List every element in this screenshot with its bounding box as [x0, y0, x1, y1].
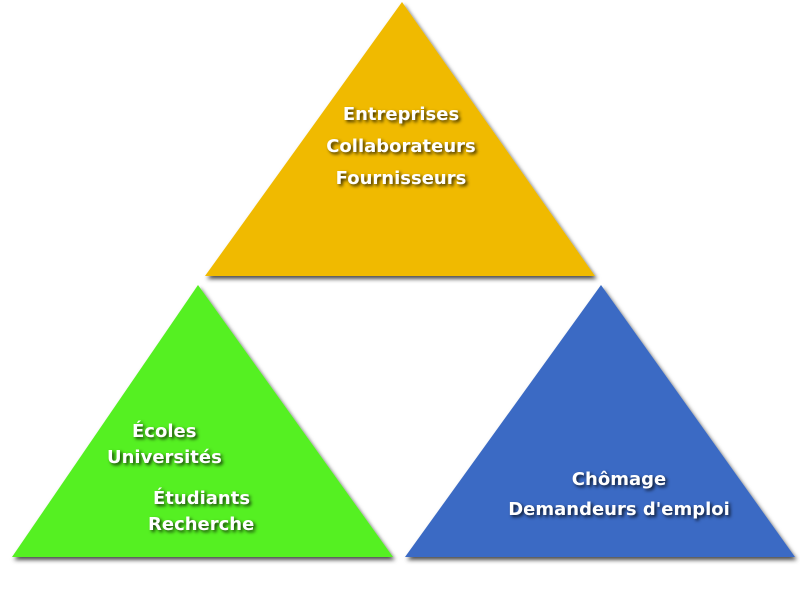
left-triangle [12, 285, 393, 557]
right-label-1: Chômage [571, 469, 667, 490]
top-label-3: Fournisseurs [335, 168, 467, 189]
right-label-2: Demandeurs d'emploi [508, 499, 730, 520]
left-label-3: Étudiants [153, 488, 251, 509]
left-label-1: Écoles [132, 421, 197, 442]
right-triangle [405, 285, 795, 557]
top-label-1: Entreprises [342, 104, 460, 125]
top-label-2: Collaborateurs [326, 136, 476, 157]
left-label-4: Recherche [148, 514, 255, 535]
top-triangle [205, 2, 595, 276]
left-label-2: Universités [107, 447, 222, 468]
